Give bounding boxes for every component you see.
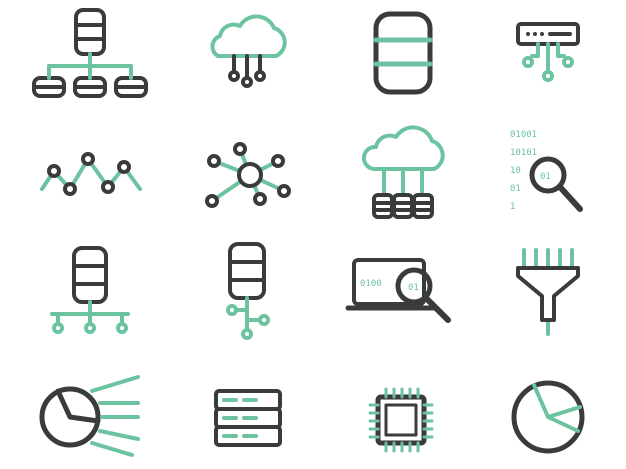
cloud-databases-icon [324,117,480,234]
cloud-connections-icon [168,0,324,117]
binary-row-1: 01001 [510,130,537,140]
database-branch-icon [168,234,324,351]
node-network-icon [168,117,324,234]
laptop-binary-left: 0100 [360,279,382,289]
pie-chart-icon [470,351,626,468]
binary-row-3: 10 [510,166,521,176]
database-tree-icon [12,234,168,351]
database-network-icon [12,0,168,117]
laptop-search-icon: 0100 01 [324,234,480,351]
line-graph-icon [12,117,168,234]
binary-row-2: 10101 [510,148,537,158]
pie-chart-lines-icon [12,351,168,468]
server-rack-icon [168,351,324,468]
binary-row-5: 1 [510,202,515,212]
laptop-binary-right: 01 [408,283,419,293]
binary-magnified: 01 [540,172,551,182]
binary-row-4: 01 [510,184,521,194]
data-funnel-icon [470,234,626,351]
binary-search-icon: 01001 10101 10 01 1 01 [470,117,626,234]
microchip-icon [324,351,480,468]
database-icon [324,0,480,117]
server-connections-icon [470,0,626,117]
